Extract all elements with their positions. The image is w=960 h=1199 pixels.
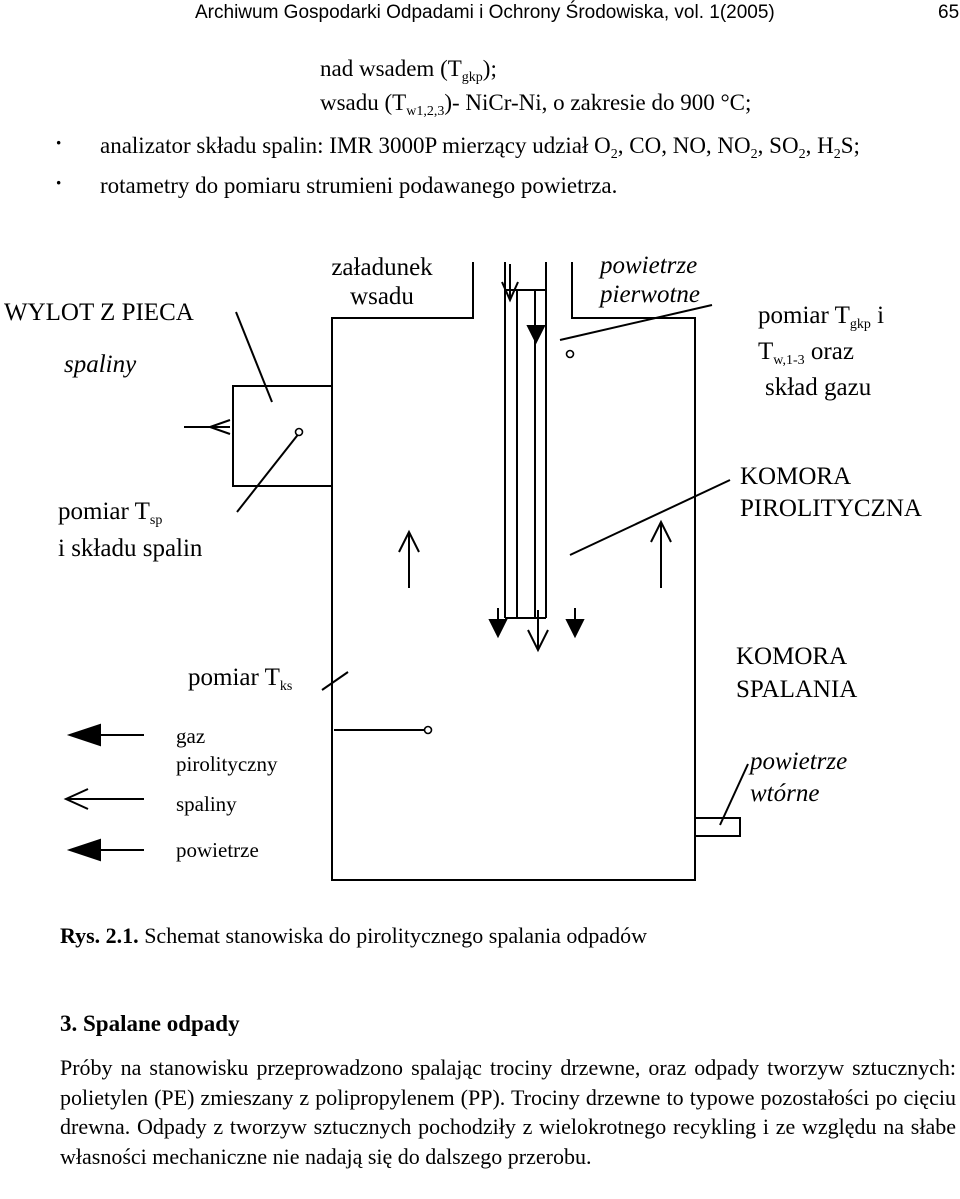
probe-gkp-sensor: [565, 349, 575, 359]
leader-tks: [321, 671, 349, 691]
probe-tsp-sensor: [294, 427, 304, 437]
probe-tks-sensor: [423, 725, 433, 735]
journal-header: Archiwum Gospodarki Odpadami i Ochrony Ś…: [195, 2, 775, 23]
bullet-analizator: analizator składu spalin: IMR 3000P mier…: [100, 133, 860, 162]
legend-spaliny: spaliny: [176, 792, 237, 816]
page-number: 65: [938, 2, 960, 23]
label-pomiar-tks: pomiar Tks: [188, 664, 293, 694]
label-pomiar-tgkp: pomiar Tgkp i Tw,1-3 oraz skład gazu: [758, 302, 885, 401]
label-spaliny-top: spaliny: [64, 351, 137, 378]
leader-pierwotne: [559, 304, 713, 341]
bullet-marker: ·: [55, 170, 63, 195]
chamber-outline: [331, 262, 696, 881]
figure-caption: Rys. 2.1. Schemat stanowiska do pirolity…: [60, 923, 648, 948]
label-wylot: WYLOT Z PIECA: [4, 299, 194, 326]
section-paragraph: Próby na stanowisku przeprowadzono spala…: [60, 1055, 956, 1169]
primary-air-arrow: [526, 325, 546, 345]
outlet-duct: [232, 385, 332, 487]
feed-arrow-solid-2: [565, 619, 585, 639]
label-pomiar-tsp: pomiar Tsp i składu spalin: [58, 498, 203, 562]
bullet-marker: ·: [55, 130, 63, 155]
intro-line-1: nad wsadem (Tgkp);: [320, 56, 497, 85]
secondary-air-inlet: [694, 817, 741, 837]
leader-pow-wtorne: [719, 763, 749, 826]
section-title: 3. Spalane odpady: [60, 1011, 240, 1036]
leader-komora-pir: [569, 479, 731, 556]
leader-tsp: [236, 431, 301, 513]
leader-zaladunek: [235, 311, 273, 403]
bullet-rotametry: rotametry do pomiaru strumieni podawaneg…: [100, 173, 618, 198]
feed-arrow-solid-1: [488, 619, 508, 639]
intro-line-2: wsadu (Tw1,2,3)- NiCr-Ni, o zakresie do …: [320, 90, 752, 119]
legend-powietrze: powietrze: [176, 838, 259, 862]
